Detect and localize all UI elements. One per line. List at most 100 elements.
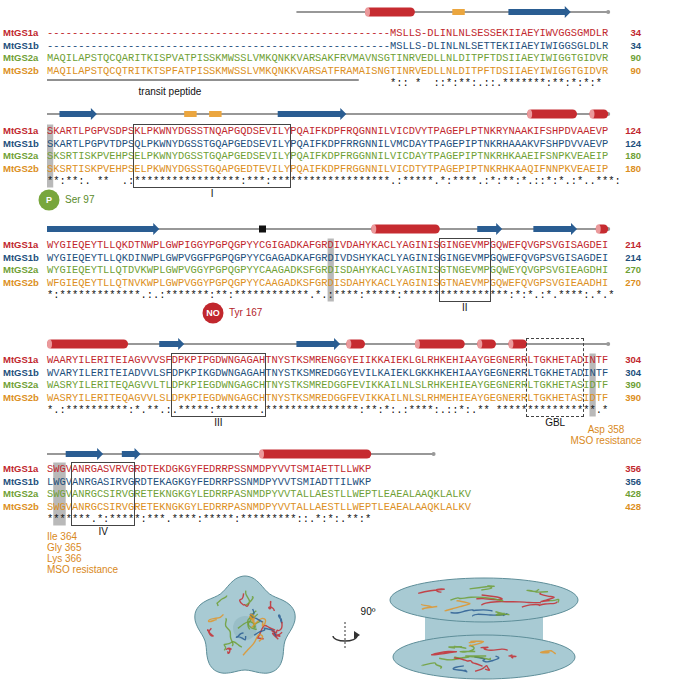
- sequence: WYGIEQEYTLLQKDINWPLGWPVGGFPGPQGPYYCGAGAD…: [47, 252, 608, 264]
- density-upper-ring: [390, 578, 578, 622]
- sequence: WVARYILERITEIADVVLSFDPKPIKGDWNGAGAHTNYST…: [47, 367, 608, 379]
- protein-ribbon: [450, 597, 503, 601]
- protein-ribbon: [269, 602, 274, 611]
- region-label: transit peptide: [139, 86, 202, 98]
- residue-number: 270: [625, 264, 641, 276]
- helix-cylinder: [477, 340, 496, 349]
- helix-end: [365, 8, 370, 17]
- conservation-line: *:: * ::*:**:.::.*******:**:*:*:*: [390, 77, 602, 89]
- sequence: WASRYILERITEQAGVVLTLDPKPIEGDWNGAGCHTNYST…: [47, 379, 608, 391]
- mutation-label: MSO resistance: [47, 564, 118, 576]
- helix-end: [589, 110, 594, 119]
- protein-ribbon: [522, 602, 557, 608]
- helix-end: [47, 340, 52, 349]
- protein-ribbon: [208, 628, 213, 636]
- protein-ribbon: [527, 590, 548, 593]
- helix-end: [346, 340, 351, 349]
- coil-line: [47, 453, 434, 454]
- sequence-name: MtGS2a: [3, 150, 38, 162]
- rotation-arc: [333, 636, 357, 641]
- residue-number: 34: [630, 40, 641, 52]
- sequence: SWGVANRGASVRVGRDTEKDGKGYFEDRRPSSNMDPYVVT…: [47, 463, 371, 475]
- protein-ribbon: [236, 633, 245, 640]
- sequence: MAQILAPSTQCQARITKISPVATPISSKMWSSLVMKQNKK…: [47, 52, 608, 64]
- sequence: LWGVANRGASIRVGRDTEKAGKGYFEDRRPSSNMDPYVVT…: [47, 476, 371, 488]
- sequence: SKARTLPGPVTDPSQLPKWNYDGSSTGQAPGEDSEVILYP…: [47, 138, 608, 150]
- helix-end: [477, 340, 482, 349]
- helix-cylinder: [346, 340, 365, 349]
- protein-ribbon: [273, 632, 283, 639]
- helix-end: [415, 340, 420, 349]
- residue-number: 180: [625, 163, 641, 175]
- sequence-name: MtGS1b: [3, 138, 39, 150]
- conservation-line: *******.*:*****:***.****:*****:*********…: [47, 513, 371, 525]
- protein-ribbon: [454, 658, 483, 666]
- protein-ribbon: [453, 666, 467, 672]
- sequence-name: MtGS2b: [3, 277, 39, 289]
- residue-number: 90: [630, 52, 641, 64]
- residue-number: 304: [625, 354, 641, 366]
- protein-ribbon: [422, 663, 441, 669]
- residue-number: 356: [625, 476, 641, 488]
- protein-ribbon: [432, 651, 457, 655]
- helix-end: [508, 340, 513, 349]
- protein-ribbon: [226, 648, 231, 653]
- helix-end: [527, 110, 532, 119]
- turn-box: [209, 111, 221, 117]
- residue-number: 270: [625, 277, 641, 289]
- protein-ribbon: [217, 596, 227, 607]
- protein-ribbon: [250, 614, 255, 623]
- residue-number: 356: [625, 463, 641, 475]
- motif-box: I: [133, 124, 291, 188]
- motif-label: III: [214, 417, 222, 429]
- protein-ribbon: [243, 634, 263, 655]
- sequence-name: MtGS2a: [3, 488, 38, 500]
- motif-box: GBL: [526, 338, 584, 417]
- circle-fill: [203, 303, 224, 324]
- sequence-name: MtGS1a: [3, 239, 38, 251]
- density-top-view: [195, 576, 295, 673]
- helix-end: [596, 225, 601, 234]
- sequence-name: MtGS2b: [3, 65, 39, 77]
- protein-ribbon: [470, 586, 495, 590]
- residue-number: 390: [625, 379, 641, 391]
- sequence-name: MtGS1b: [3, 40, 39, 52]
- motif-box: IV: [71, 462, 135, 526]
- sequence: SWGVANRGCSIRVGRETEKNGKGYLEDRRPASNMDPYVVT…: [47, 501, 471, 513]
- strand-arrow: [159, 338, 184, 350]
- strand-arrow: [59, 108, 96, 120]
- turn-box: [452, 9, 464, 15]
- protein-ribbon: [246, 591, 254, 605]
- residue-number: 180: [625, 150, 641, 162]
- sequence-name: MtGS2b: [3, 501, 39, 513]
- protein-ribbon: [209, 614, 224, 621]
- modification-circle: PSer 97: [38, 189, 60, 211]
- sequence-name: MtGS2b: [3, 163, 39, 175]
- modification-symbol: P: [38, 194, 60, 206]
- protein-ribbon: [248, 614, 258, 629]
- protein-ribbon: [421, 604, 437, 609]
- residue-number: 390: [625, 392, 641, 404]
- sequence-name: MtGS1a: [3, 125, 38, 137]
- coil-end: [432, 452, 436, 456]
- residue-label: Ser 97: [65, 194, 94, 206]
- strand-arrow: [66, 448, 103, 460]
- helix-cylinder: [527, 110, 577, 119]
- modification-symbol: NO: [202, 307, 224, 319]
- protein-ribbon: [541, 651, 556, 654]
- helix-end: [371, 225, 376, 234]
- density-lower-ring: [393, 635, 575, 679]
- protein-ribbon: [508, 655, 515, 658]
- site-square: [259, 226, 266, 233]
- rotation-label: 90º: [361, 606, 376, 618]
- sequence: WYGIEQEYTLLQKDTNWPLGWPIGGYPGPQGPYYCGIGAD…: [47, 239, 608, 251]
- strand-arrow: [533, 223, 577, 235]
- sequence: WYGIEQEYTLLQTDVKWPLGWPVGGYPGPQGPYYCAAGAD…: [47, 264, 608, 276]
- sequence: SKSRTISKPVEHPSELPKWNYDGSSTGQAPGEDTEVILYP…: [47, 163, 608, 175]
- motif-box: III: [171, 353, 267, 417]
- sequence-name: MtGS2a: [3, 379, 38, 391]
- residue-label: Tyr 167: [229, 307, 262, 319]
- density-surface: [195, 576, 295, 673]
- strand-arrow: [296, 338, 340, 350]
